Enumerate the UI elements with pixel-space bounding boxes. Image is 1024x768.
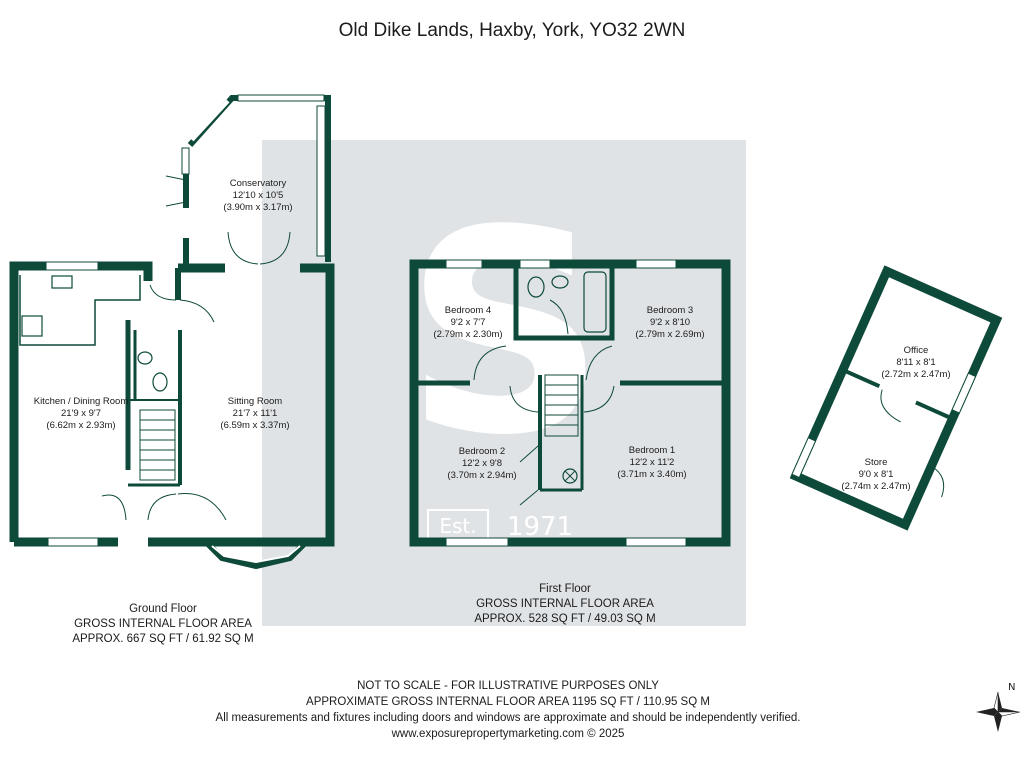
room-metric: (2.74m x 2.47m) [841,481,911,492]
room-name: Sitting Room [227,396,283,407]
room-name: Bedroom 2 [458,446,506,457]
room-sitting: Sitting Room 21'7 x 11'1 (6.59m x 3.37m) [200,396,310,432]
room-name: Bedroom 3 [646,305,694,316]
compass-north-label: N [1008,682,1015,693]
scale-disclaimer: NOT TO SCALE - FOR ILLUSTRATIVE PURPOSES… [357,680,659,692]
room-metric: (3.70m x 2.94m) [447,470,517,481]
room-imperial: 8'11 x 8'1 [896,357,936,368]
room-name: Conservatory [229,178,287,189]
website-copyright: www.exposurepropertymarketing.com © 2025 [391,728,625,740]
page-title: Old Dike Lands, Haxby, York, YO32 2WN [338,20,686,41]
floor-area-value: APPROX. 528 SQ FT / 49.03 SQ M [474,613,656,625]
floor-area-heading: GROSS INTERNAL FLOOR AREA [74,618,252,630]
room-imperial: 12'2 x 11'2 [629,457,675,468]
floor-name: First Floor [539,583,591,595]
room-name: Store [864,457,888,468]
room-bedroom-3: Bedroom 3 9'2 x 8'10 (2.79m x 2.69m) [620,305,720,341]
total-floor-area: APPROXIMATE GROSS INTERNAL FLOOR AREA 11… [306,696,710,708]
floor-area-value: APPROX. 667 SQ FT / 61.92 SQ M [72,633,254,645]
first-floor-plan [409,259,731,547]
room-imperial: 9'0 x 8'1 [858,469,894,480]
room-conservatory: Conservatory 12'10 x 10'5 (3.90m x 3.17m… [206,178,310,214]
ground-floor-plan [9,94,335,570]
room-imperial: 12'10 x 10'5 [232,190,284,201]
room-store: Store 9'0 x 8'1 (2.74m x 2.47m) [824,457,928,493]
room-bedroom-2: Bedroom 2 12'2 x 9'8 (3.70m x 2.94m) [430,446,534,482]
watermark-letter: S [404,171,606,497]
room-imperial: 21'9 x 9'7 [60,408,102,419]
room-kitchen: Kitchen / Dining Room 21'9 x 9'7 (6.62m … [16,396,146,432]
room-name: Kitchen / Dining Room [33,396,129,407]
room-imperial: 9'2 x 7'7 [450,317,486,328]
room-name: Bedroom 4 [444,305,492,316]
room-name: Office [903,345,929,356]
measurement-disclaimer: All measurements and fixtures including … [215,712,801,724]
room-name: Bedroom 1 [628,445,676,456]
room-metric: (6.59m x 3.37m) [220,420,290,431]
room-imperial: 12'2 x 9'8 [461,458,503,469]
outbuilding-plan [789,265,1003,531]
compass-icon: N [976,682,1021,732]
watermark-est: Est. [439,514,476,538]
room-bedroom-4: Bedroom 4 9'2 x 7'7 (2.79m x 2.30m) [420,305,516,341]
room-metric: (6.62m x 2.93m) [46,420,116,431]
room-metric: (2.79m x 2.69m) [635,329,705,340]
floor-name: Ground Floor [129,603,197,615]
ground-floor-caption: Ground Floor GROSS INTERNAL FLOOR AREA A… [58,602,268,647]
room-imperial: 9'2 x 8'10 [649,317,691,328]
watermark-year: 1971 [507,512,573,542]
room-metric: (2.79m x 2.30m) [433,329,503,340]
room-metric: (3.90m x 3.17m) [223,202,293,213]
first-floor-caption: First Floor GROSS INTERNAL FLOOR AREA AP… [460,582,670,627]
room-bedroom-1: Bedroom 1 12'2 x 11'2 (3.71m x 3.40m) [600,445,704,481]
room-office: Office 8'11 x 8'1 (2.72m x 2.47m) [864,345,968,381]
floor-area-heading: GROSS INTERNAL FLOOR AREA [476,598,654,610]
room-metric: (2.72m x 2.47m) [881,369,951,380]
room-imperial: 21'7 x 11'1 [232,408,278,419]
room-metric: (3.71m x 3.40m) [617,469,687,480]
